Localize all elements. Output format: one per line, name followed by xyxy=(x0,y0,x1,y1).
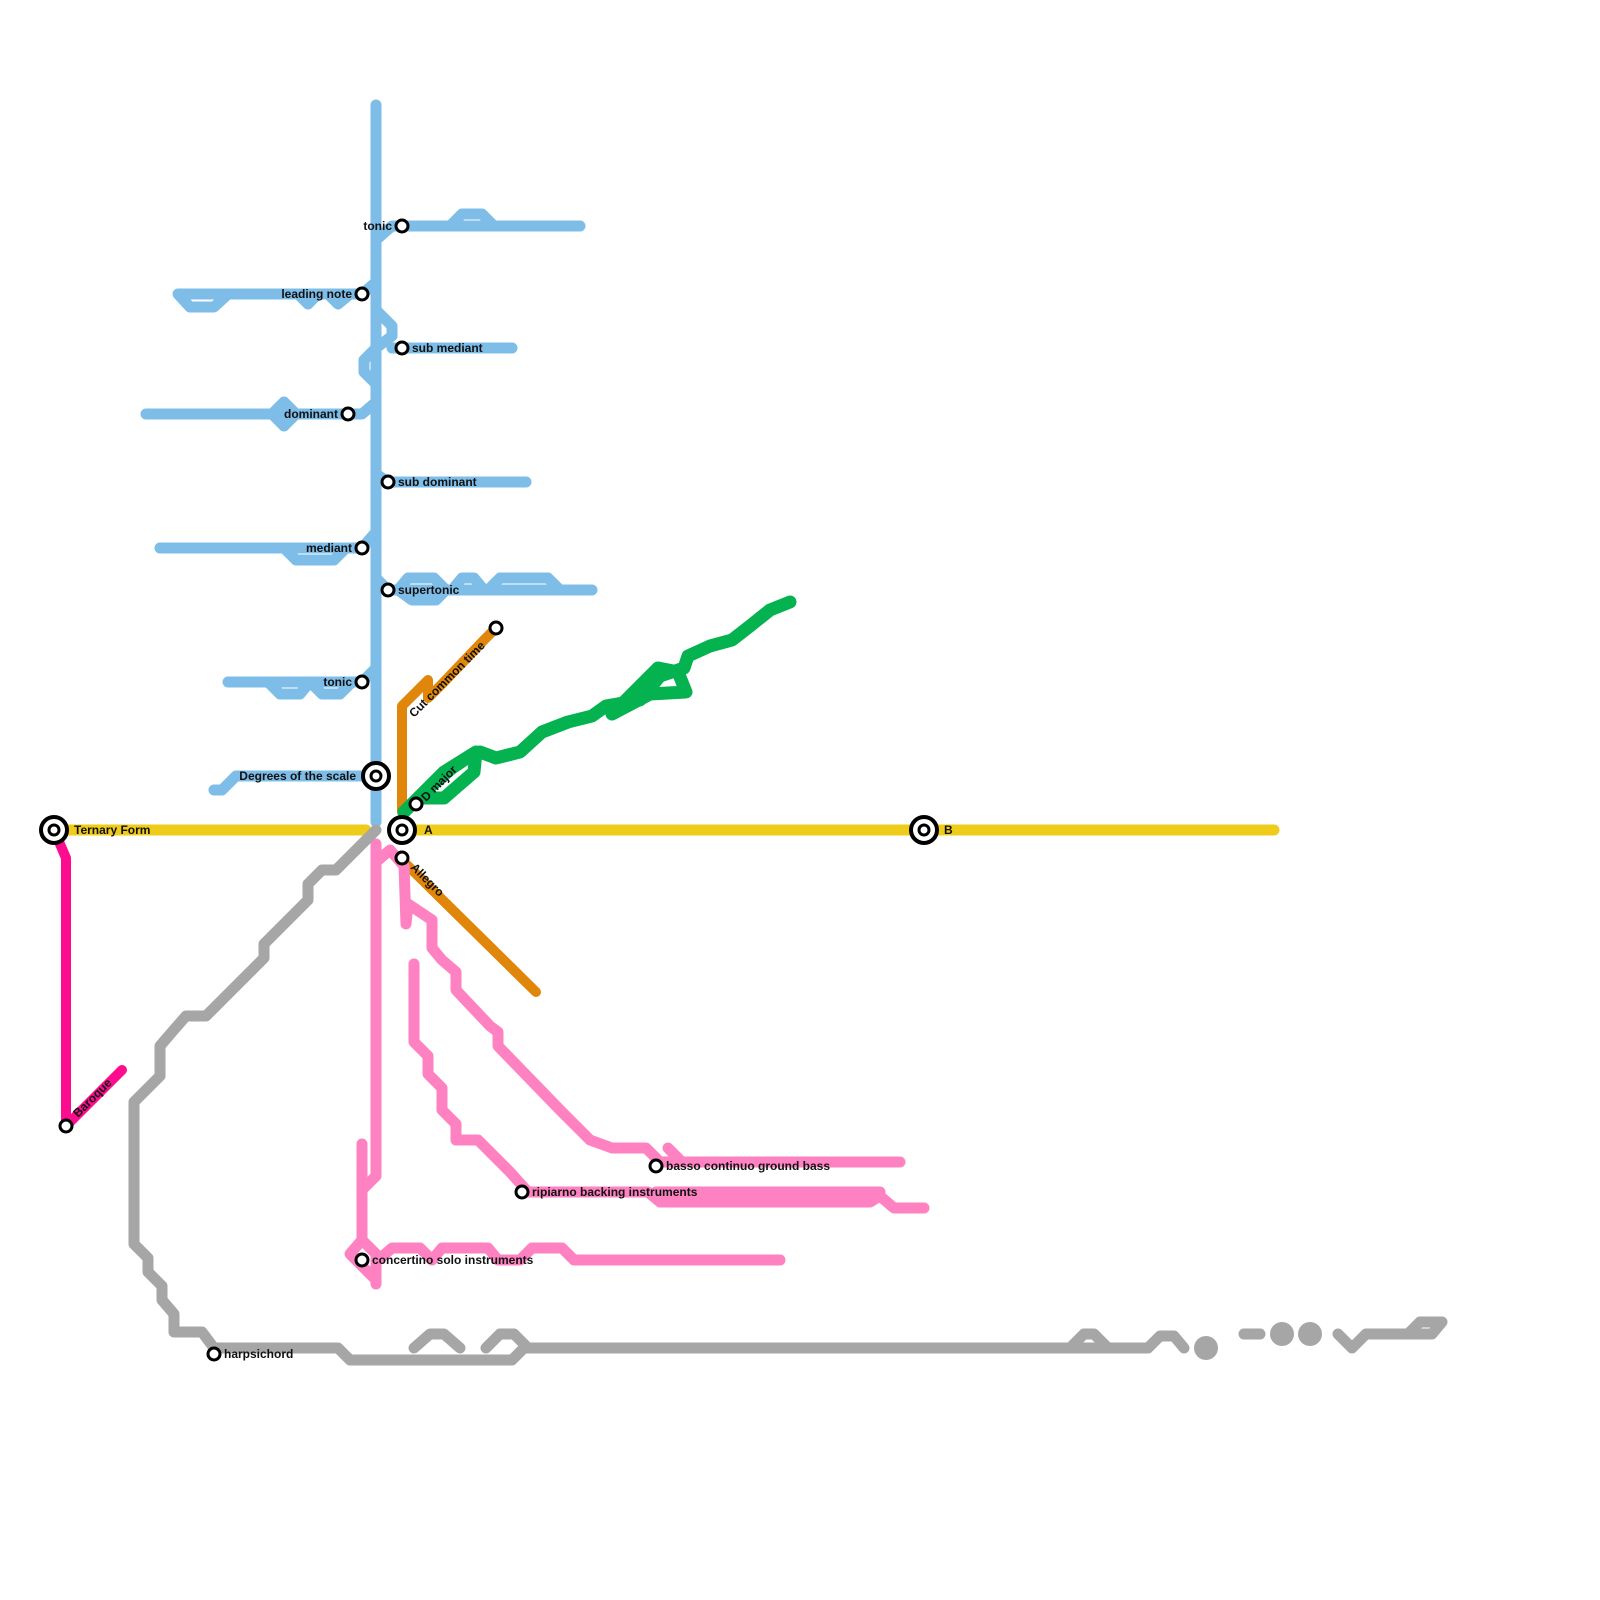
pink-branch-ripiarno xyxy=(370,844,906,1168)
magenta-line xyxy=(49,825,127,1131)
blue-branch-sub-mediant xyxy=(358,304,518,390)
green-line-spur xyxy=(605,661,693,721)
gray-dot xyxy=(1194,1336,1218,1360)
label-supertonic: supertonic xyxy=(398,583,460,597)
pink-branch-basso xyxy=(408,958,930,1214)
interchange-a[interactable] xyxy=(387,815,417,845)
label-b: B xyxy=(944,823,953,837)
label-ternary-form: Ternary Form xyxy=(74,823,150,837)
stations xyxy=(39,218,939,1362)
blue-line xyxy=(140,99,598,828)
station-leading-note[interactable] xyxy=(354,286,370,302)
orange-line-track-north xyxy=(397,623,501,817)
interchange-b[interactable] xyxy=(909,815,939,845)
label-baroque: Baroque xyxy=(70,1076,115,1121)
label-cut-common-time: Cut common time xyxy=(406,638,488,720)
label-concertino: concertino solo instruments xyxy=(372,1253,534,1267)
label-tonic-bottom: tonic xyxy=(323,675,352,689)
label-basso-continuo: basso continuo ground bass xyxy=(666,1159,830,1173)
green-line-loop xyxy=(411,745,483,805)
label-leading-note: leading note xyxy=(281,287,352,301)
station-cut-common-time[interactable] xyxy=(488,620,504,636)
label-mediant: mediant xyxy=(306,541,352,555)
label-harpsichord: harpsichord xyxy=(224,1347,293,1361)
blue-branch-dominant xyxy=(140,396,382,432)
orange-line-track-south xyxy=(399,857,541,997)
label-allegro: Allegro xyxy=(408,860,447,899)
station-allegro[interactable] xyxy=(394,850,410,866)
station-dominant[interactable] xyxy=(340,406,356,422)
blue-branch-tonic-bottom xyxy=(222,662,382,700)
station-d-major[interactable] xyxy=(408,796,424,812)
label-dominant: dominant xyxy=(284,407,338,421)
orange-line xyxy=(397,623,541,997)
gray-line xyxy=(128,824,1448,1366)
gray-line-track xyxy=(128,824,382,1354)
station-baroque[interactable] xyxy=(58,1118,74,1134)
station-tonic-top[interactable] xyxy=(394,218,410,234)
label-ripiarno: ripiarno backing instruments xyxy=(532,1185,698,1199)
gray-dot xyxy=(1270,1322,1294,1346)
station-harpsichord[interactable] xyxy=(206,1346,222,1362)
blue-branch-tonic-top xyxy=(370,208,586,246)
station-mediant[interactable] xyxy=(354,540,370,556)
pink-branch-concertino xyxy=(344,1234,786,1286)
label-tonic-top: tonic xyxy=(363,219,392,233)
gray-line-fragment-2 xyxy=(1332,1316,1448,1354)
label-degrees-of-the-scale: Degrees of the scale xyxy=(239,769,356,783)
gray-dot xyxy=(1298,1322,1322,1346)
green-line xyxy=(397,595,797,819)
station-basso-continuo[interactable] xyxy=(648,1158,664,1174)
gray-dots xyxy=(1194,1322,1322,1360)
label-sub-dominant: sub dominant xyxy=(398,475,477,489)
pink-line xyxy=(344,838,930,1290)
station-supertonic[interactable] xyxy=(380,582,396,598)
station-sub-mediant[interactable] xyxy=(394,340,410,356)
station-ripiarno[interactable] xyxy=(514,1184,530,1200)
label-a: A xyxy=(424,823,433,837)
gray-line-base xyxy=(208,1328,1190,1366)
magenta-line-track xyxy=(49,825,127,1131)
interchange-ternary-form[interactable] xyxy=(39,815,69,845)
station-tonic-bottom[interactable] xyxy=(354,674,370,690)
label-sub-mediant: sub mediant xyxy=(412,341,483,355)
pink-line-trunk xyxy=(356,838,382,1290)
station-concertino[interactable] xyxy=(354,1252,370,1268)
station-sub-dominant[interactable] xyxy=(380,474,396,490)
blue-branch-degrees xyxy=(208,770,368,796)
interchange-degrees-of-the-scale[interactable] xyxy=(361,761,391,791)
